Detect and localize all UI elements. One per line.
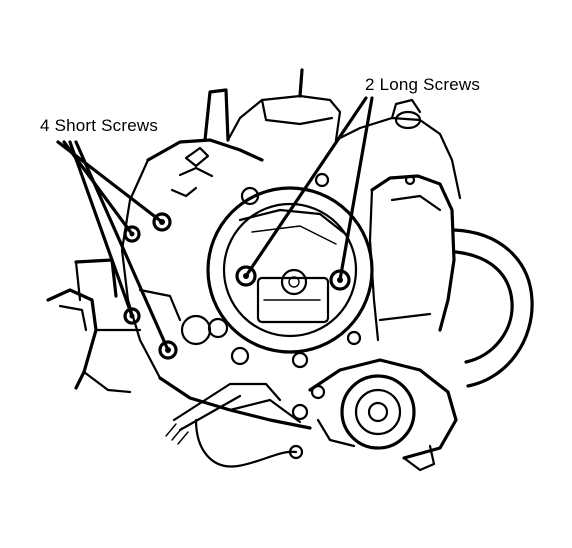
- detail-fasteners: [184, 146, 416, 369]
- fuel-line: [452, 228, 534, 388]
- choke-diaphragm: [291, 358, 458, 472]
- short-screws-label: 4 Short Screws: [40, 116, 159, 135]
- short-screws-leaders: [56, 140, 170, 352]
- float-bowl-housing: [368, 174, 456, 342]
- air-horn-body: [203, 68, 462, 200]
- long-screws-label: 2 Long Screws: [365, 75, 481, 94]
- long-screws-leaders: [244, 96, 374, 282]
- lower-bracket: [165, 382, 304, 468]
- throttle-linkage: [46, 258, 250, 394]
